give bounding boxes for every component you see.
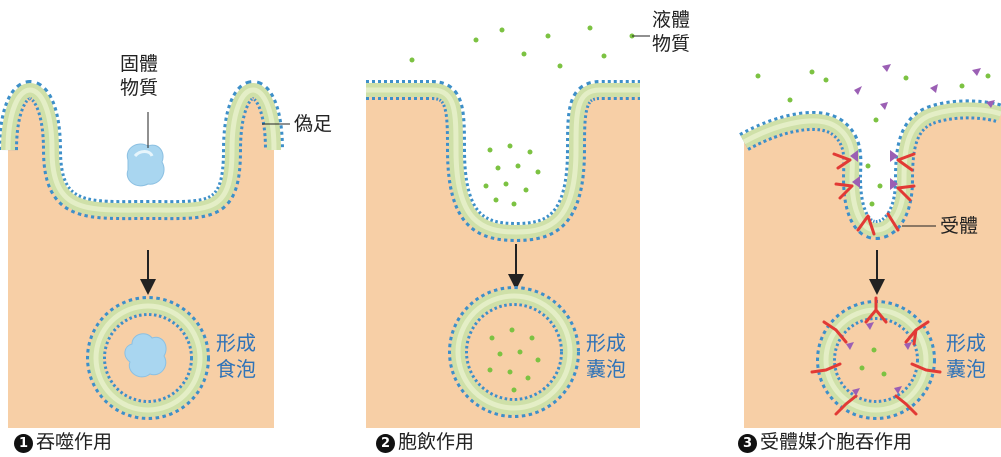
- vesicle-label-receptor: 形成 囊泡: [946, 330, 986, 382]
- number-badge: 3: [738, 434, 757, 453]
- food-vacuole-label: 形成 食泡: [216, 330, 256, 382]
- number-badge: 1: [14, 434, 33, 453]
- pseudopod-label: 偽足: [294, 112, 332, 136]
- vesicle-label-pinocytosis: 形成 囊泡: [586, 330, 626, 382]
- number-badge: 2: [376, 434, 395, 453]
- liquid-material-label: 液體 物質: [652, 8, 690, 56]
- solid-material-label: 固體 物質: [120, 52, 158, 100]
- receptor-label: 受體: [940, 214, 978, 238]
